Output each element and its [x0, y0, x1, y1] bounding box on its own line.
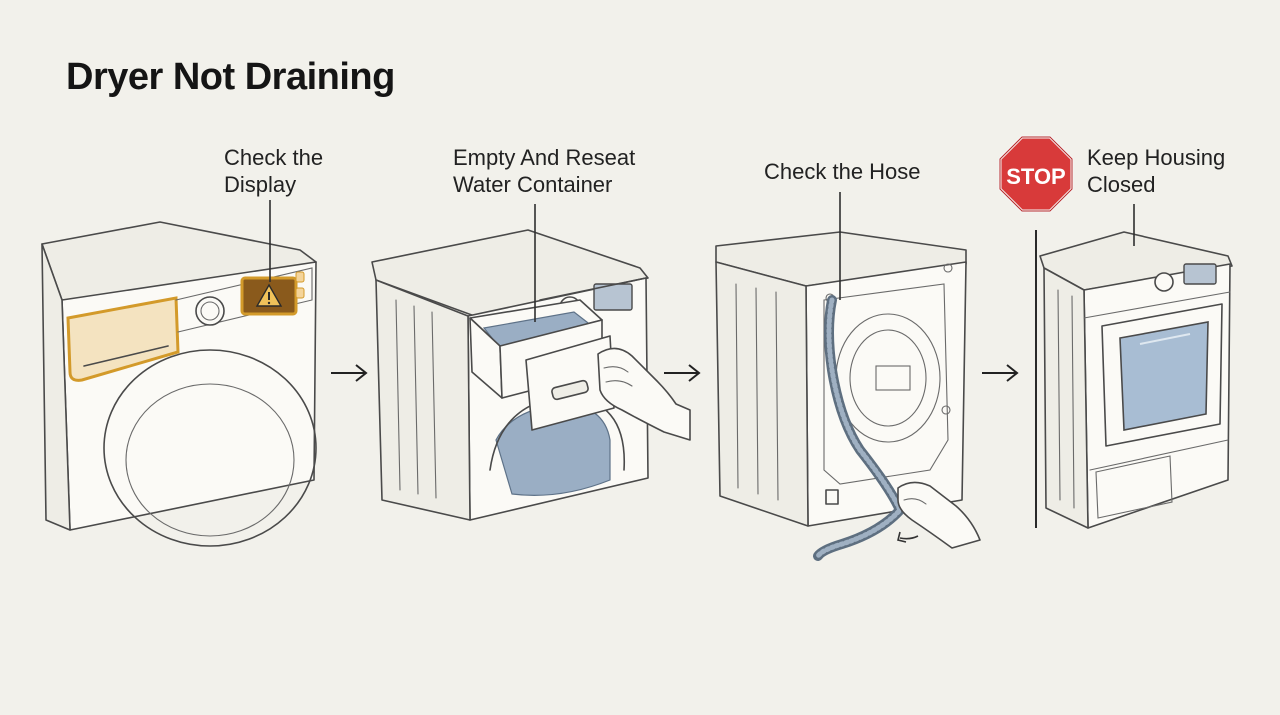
step-3-label: Check the Hose — [764, 158, 921, 185]
hand-icon — [597, 347, 691, 441]
step-4-label-line-2: Closed — [1087, 172, 1156, 197]
step-3-dryer-illustration — [715, 192, 981, 561]
step-2-label: Empty And Reseat Water Container — [453, 144, 635, 198]
step-2-dryer-illustration — [371, 204, 691, 521]
step-4-label-line-1: Keep Housing — [1087, 145, 1226, 170]
hand-icon — [897, 481, 981, 549]
step-1-label-line-1: Check the — [224, 145, 324, 170]
step-2-label-line-1: Empty And Reseat — [453, 145, 636, 170]
step-3-label-line-1: Check the Hose — [764, 159, 921, 184]
arrow-right-icon — [982, 364, 1019, 382]
step-4-door-glass — [1119, 321, 1209, 431]
step-1-dial — [195, 296, 225, 326]
warning-icon — [255, 283, 283, 307]
step-1-dryer-illustration — [41, 200, 317, 547]
stop-sign-text: STOP — [1006, 164, 1066, 189]
step-4-label: Keep Housing Closed — [1087, 144, 1225, 198]
step-1-display — [240, 276, 298, 316]
step-1-door — [103, 349, 317, 547]
step-1-label: Check the Display — [224, 144, 323, 198]
page-title: Dryer Not Draining — [66, 56, 395, 98]
step-2-drum-window — [495, 403, 611, 496]
stop-sign-icon: STOP — [998, 135, 1074, 213]
step-1-detergent-panel — [66, 296, 180, 382]
step-2-label-line-2: Water Container — [453, 172, 613, 197]
arrow-right-icon — [331, 364, 368, 382]
step-4-dryer-illustration — [1039, 204, 1233, 529]
step-1-label-line-2: Display — [224, 172, 297, 197]
arrow-right-icon — [664, 364, 701, 382]
